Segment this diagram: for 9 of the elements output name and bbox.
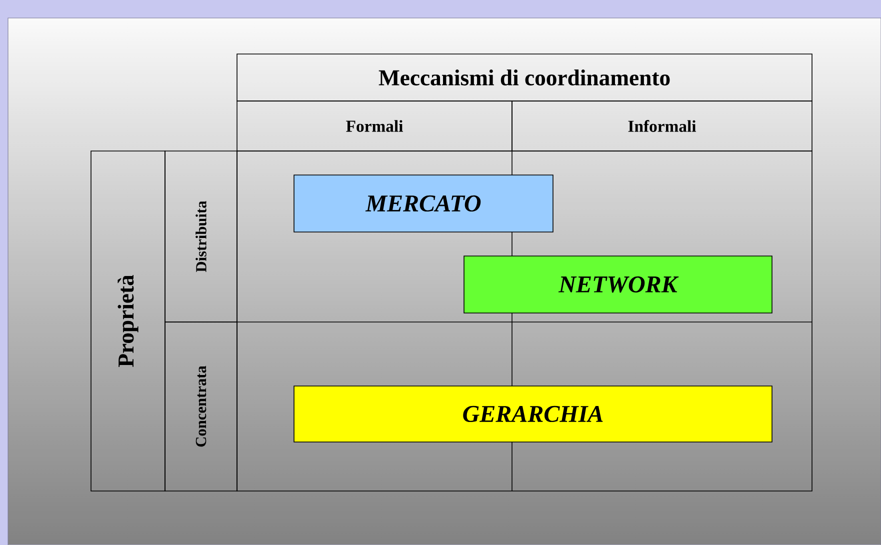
- row-header-cell: Concentrata: [164, 322, 238, 492]
- header-cell: Informali: [512, 100, 812, 152]
- label-box: NETWORK: [464, 256, 772, 314]
- header-cell: Meccanismi di coordinamento: [236, 54, 812, 102]
- header-cell: Formali: [236, 100, 512, 152]
- label-box: GERARCHIA: [294, 386, 772, 442]
- row-header-cell: Proprietà: [90, 150, 166, 492]
- row-header-cell: Distribuita: [164, 150, 238, 322]
- label-box: MERCATO: [294, 174, 554, 232]
